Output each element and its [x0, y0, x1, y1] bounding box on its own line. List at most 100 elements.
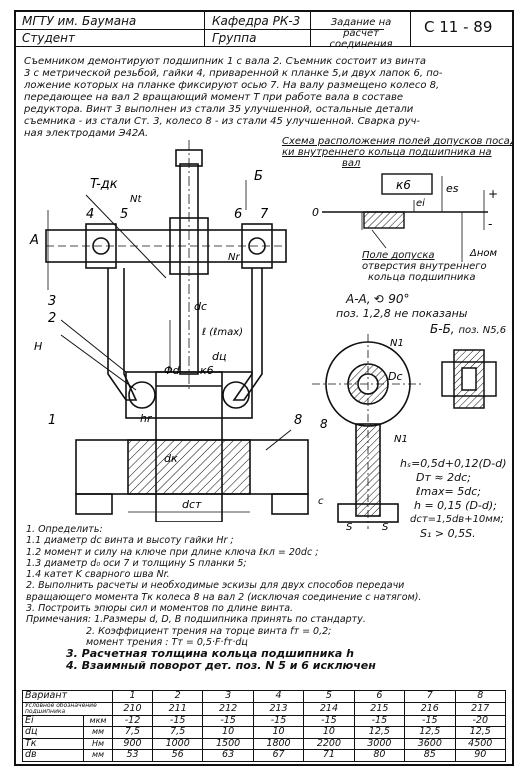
label-du: dц [212, 350, 226, 363]
description-line: ная электродами Э42А. [24, 128, 149, 139]
table-cell: 85 [404, 749, 456, 762]
table-cell: 214 [303, 701, 355, 716]
section-aa-8: 8 [320, 417, 328, 431]
student-label: Студент [22, 31, 75, 45]
table-cell: -15 [303, 714, 355, 727]
formula-s1: S₁ > 0,5S. [420, 527, 476, 540]
task-line: 2. Выполнить расчеты и необходимые эскиз… [26, 580, 405, 592]
table-cell: 1500 [202, 737, 254, 750]
formula-dst: dст=1,5dв+10мм; [410, 514, 504, 525]
row-label: dв [22, 749, 84, 762]
assembly-drawing: T-дк 4 5 6 7 3 2 1 8 А Б Nr Nt dc ℓ (ℓma… [29, 140, 309, 522]
schema-zero: 0 [312, 206, 319, 219]
schema-title-2: ки внутреннего кольца подшипника на [282, 147, 492, 158]
table-cell: 63 [202, 749, 254, 762]
label-section-b: Б [254, 169, 263, 184]
left-lap-bolt [85, 223, 117, 269]
task-line: 1.2 момент и силу на ключе при длине клю… [26, 546, 319, 558]
table-row: Tк Нм 900 1000 1500 1800 2200 3000 3600 … [22, 737, 506, 750]
formula-hs: hₛ=0,5d+0,12(D-d) [400, 457, 507, 470]
schema-field-2: отверстия внутреннего [362, 261, 487, 272]
row-unit: мкм [83, 714, 113, 727]
table-cell: 12,5 [454, 726, 506, 739]
label-num-6: 6 [234, 207, 242, 222]
header-col-divider-3 [410, 12, 411, 46]
table-row: Условное обозначение подшипника 210 211 … [22, 701, 506, 716]
row-label: dц [22, 726, 84, 739]
schema-anom: Δном [469, 248, 497, 259]
schema-title-3: вал [342, 158, 361, 169]
table-cell: 3600 [404, 737, 456, 750]
section-aa-drawing: N1 Dс N1 8 S S с [312, 334, 424, 533]
table-cell: -15 [353, 714, 406, 727]
table-cell: -15 [202, 714, 254, 727]
table-row: dв мм 53 56 63 67 71 80 85 90 [22, 749, 506, 762]
label-k6: к6 [200, 364, 214, 377]
table-cell: -15 [252, 714, 305, 727]
university-name: МГТУ им. Баумана [22, 14, 137, 28]
description-line: редуктора. Винт 3 выполнен из стали 35 у… [24, 104, 414, 115]
section-aa-rotation: 90° [388, 292, 410, 306]
table-cell: 217 [454, 701, 506, 716]
table-cell: 10 [303, 726, 355, 739]
table-cell: -15 [151, 714, 204, 727]
table-cell: 211 [151, 701, 204, 716]
table-header-cell: 6 [353, 690, 406, 703]
row-unit: мм [83, 726, 113, 739]
task-line: Примечания: 1.Размеры d, D, B подшипника… [26, 614, 366, 626]
label-num-5: 5 [120, 207, 128, 222]
table-cell: 90 [454, 749, 506, 762]
header-bottom-line [16, 46, 512, 47]
schema-ei: ei [416, 198, 425, 209]
table-header-row: Вариант 1 2 3 4 5 6 7 8 [22, 690, 506, 703]
header-col-divider-1 [204, 12, 205, 46]
table-cell: 1000 [151, 737, 204, 750]
formula-lmax: ℓmax= 5dc; [416, 485, 481, 498]
task-line: 1.3 диаметр d₀ оси 7 и толщину S планки … [26, 557, 247, 569]
section-aa-n1-top: N1 [390, 338, 404, 349]
table-cell: 2200 [303, 737, 355, 750]
row-unit: мм [83, 749, 113, 762]
task-line: 3. Построить эпюры сил и моментов по дли… [26, 603, 294, 615]
table-cell: 12,5 [353, 726, 406, 739]
table-cell: 215 [353, 701, 406, 716]
task-line: вращающего момента Tк колеса 8 на вал 2 … [26, 591, 422, 603]
task-title: Задание на расчет соединения [329, 17, 393, 50]
section-aa-n1-bottom: N1 [394, 434, 408, 445]
table-cell: 1800 [252, 737, 305, 750]
task-line: 1.4 катет K сварного шва Nr. [26, 569, 170, 581]
task-line: 1.1 диаметр dс винта и высоту гайки Hr ; [26, 535, 234, 547]
table-cell: 7,5 [112, 726, 153, 739]
label-dcm: dст [182, 498, 202, 511]
task-sheet: МГТУ им. Баумана Студент Кафедра РК-3 Гр… [14, 10, 514, 766]
label-dc: dc [194, 300, 207, 313]
formula-dt: Dт ≈ 2dc; [416, 471, 471, 484]
task-line: 2. Коэффициент трения на торце винта fт … [86, 625, 332, 637]
table-cell: -20 [454, 714, 506, 727]
table-cell: 216 [404, 701, 456, 716]
label-num-7: 7 [260, 207, 269, 222]
section-aa-s2: S [382, 522, 389, 533]
section-aa-title: А-А, ⟲ 90° [346, 292, 410, 306]
section-bb-title: Б-Б, поз. N5,6 [430, 323, 506, 336]
schema-fit-k6: к6 [396, 178, 411, 192]
table-header-label: Вариант [22, 690, 113, 703]
label-num-4: 4 [86, 207, 94, 222]
label-nr: Nr [228, 252, 240, 263]
table-cell: 67 [252, 749, 305, 762]
row-label: Tк [22, 737, 84, 750]
table-cell: 7,5 [151, 726, 204, 739]
variants-table: Вариант 1 2 3 4 5 6 7 8 Условное обознач… [22, 690, 506, 762]
formula-h: h = 0,15 (D-d); [414, 499, 497, 512]
label-num-8: 8 [294, 413, 302, 428]
header-col-divider-2 [310, 12, 311, 46]
task-line: 4. Взаимный поворот дет. поз. N 5 и 6 ис… [66, 658, 376, 672]
label-hr: hr [140, 412, 153, 425]
section-aa-c: с [318, 496, 324, 507]
schema-minus: - [488, 217, 492, 231]
bore-tolerance-zone [363, 211, 405, 229]
section-aa-note: поз. 1,2,8 не показаны [336, 307, 468, 320]
table-cell: 10 [202, 726, 254, 739]
table-cell: 210 [112, 701, 153, 716]
label-nt: Nt [130, 194, 142, 205]
